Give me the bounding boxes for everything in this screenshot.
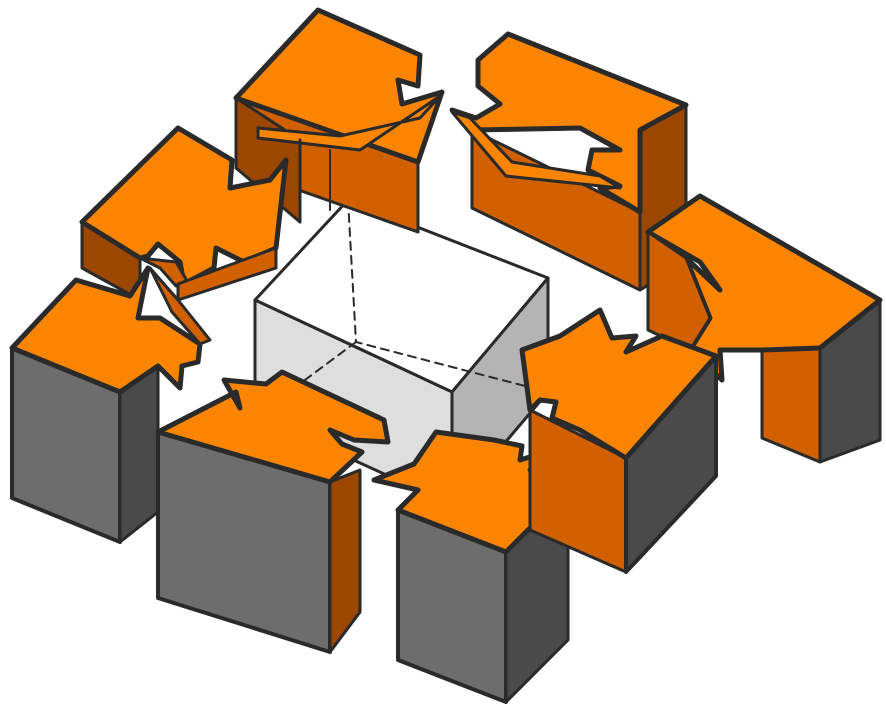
block-right-front bbox=[522, 310, 716, 572]
block-front-left bbox=[158, 372, 388, 652]
block-right-far-front bbox=[762, 348, 820, 462]
block-left-front-side bbox=[120, 366, 158, 542]
block-front-left-side bbox=[330, 470, 360, 652]
